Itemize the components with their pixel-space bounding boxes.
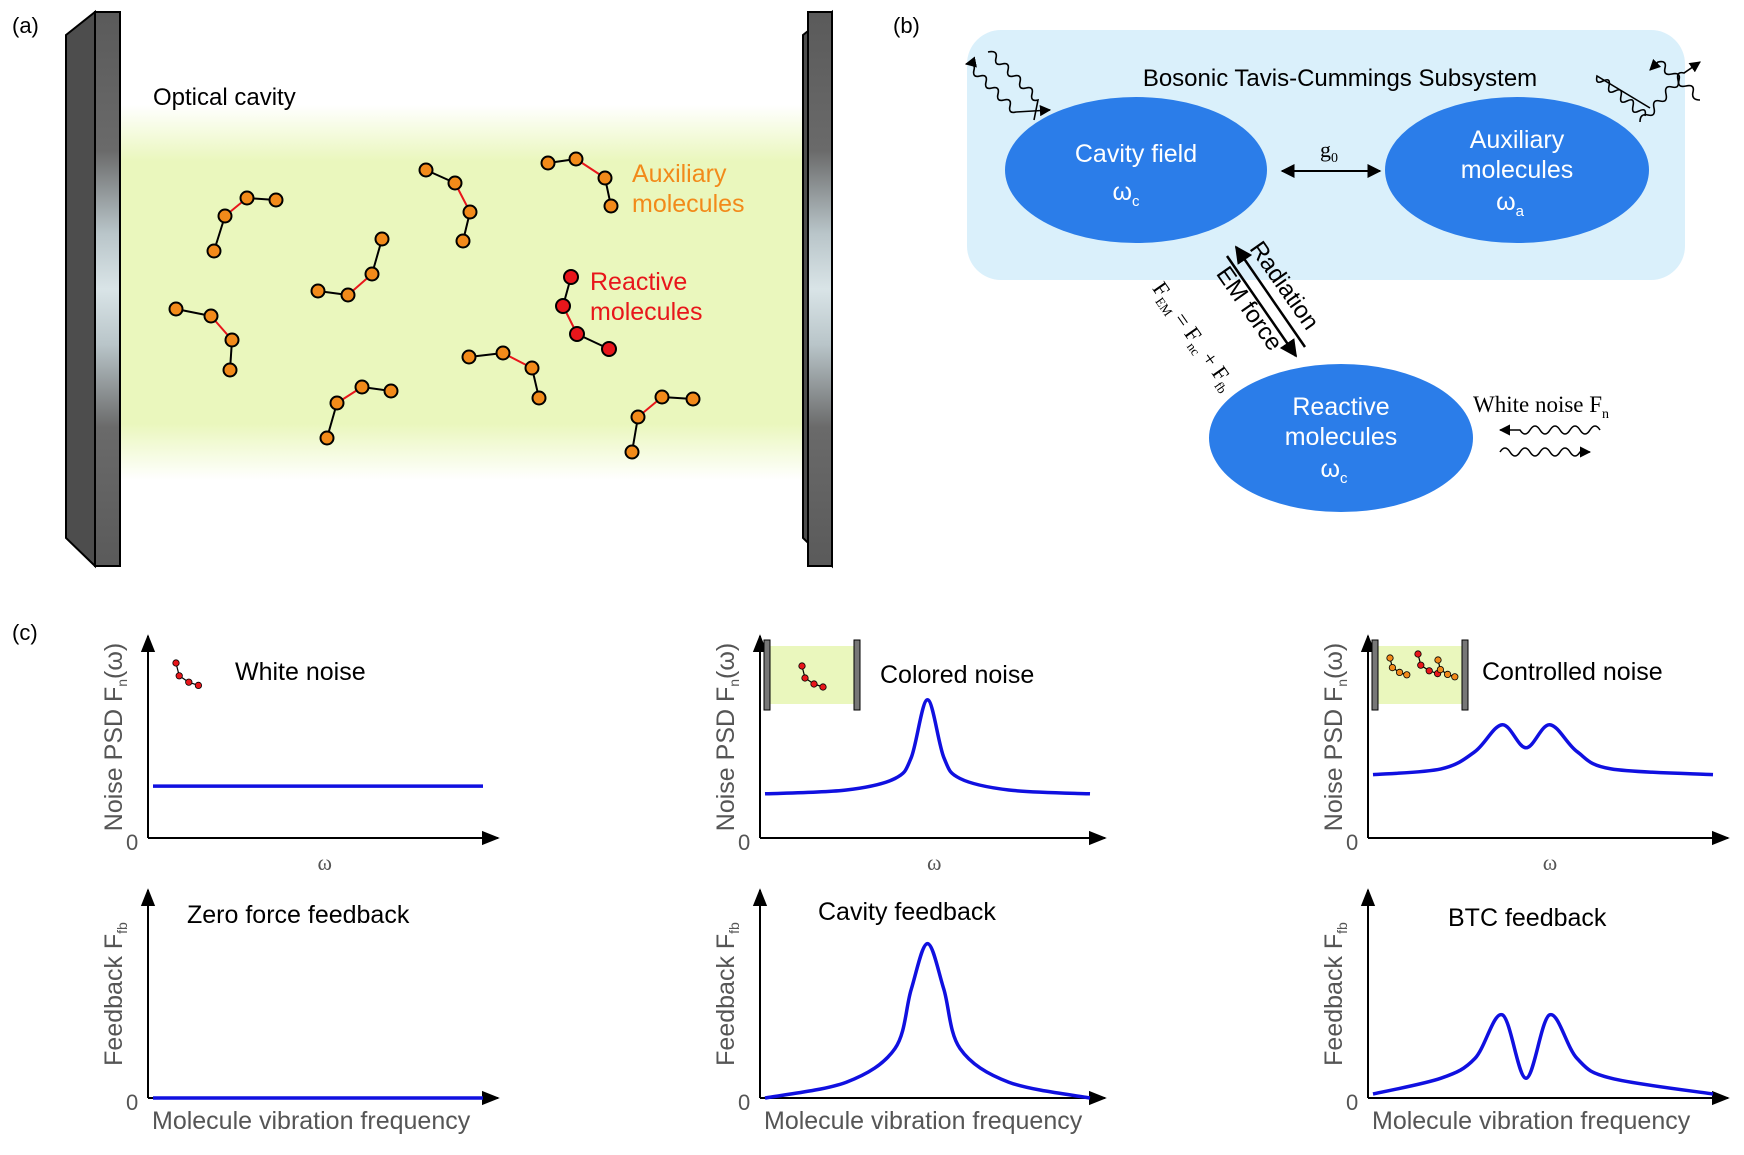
right-mirror — [802, 9, 833, 569]
auxiliary-molecule — [624, 389, 701, 460]
series-line — [1372, 1013, 1714, 1096]
mini-cavity-icon — [1371, 639, 1469, 711]
coupling-label: g0 — [1320, 137, 1338, 166]
origin-tick-label: 0 — [126, 830, 138, 855]
panel-label-c: (c) — [12, 620, 38, 645]
series-line — [764, 941, 1091, 1100]
panel-label-a: (a) — [12, 13, 39, 38]
origin-tick-label: 0 — [1346, 830, 1358, 855]
series-line — [1372, 722, 1714, 777]
cavity-freq-label: ωc — [1112, 178, 1140, 210]
molecule-icon — [172, 659, 202, 690]
y-axis-label: Noise PSD Fn(ω) — [1320, 643, 1350, 831]
origin-tick-label: 0 — [126, 1090, 138, 1115]
panel-a: (a) Optical cavity — [12, 9, 833, 569]
left-mirror — [65, 9, 121, 569]
cavity-loss-wave-icon — [964, 50, 1052, 121]
aux-freq-label: ωa — [1496, 188, 1525, 220]
origin-tick-label: 0 — [1346, 1090, 1358, 1115]
chart-title: Controlled noise — [1482, 658, 1663, 686]
aux-ellipse-line1: Auxiliary — [1470, 126, 1565, 154]
aux-loss-wave-icon — [1595, 58, 1701, 123]
cavity-light-field — [110, 105, 810, 480]
origin-tick-label: 0 — [738, 1090, 750, 1115]
panel-label-b: (b) — [893, 13, 920, 38]
chart-title: Cavity feedback — [818, 898, 996, 926]
cavity-field-label: Cavity field — [1075, 140, 1197, 168]
auxiliary-molecule — [461, 345, 547, 406]
reactive-molecules-ellipse — [1209, 364, 1473, 512]
x-axis-label: Molecule vibration frequency — [764, 1107, 1083, 1135]
origin-tick-label: 0 — [738, 830, 750, 855]
auxiliary-label-line2: molecules — [632, 190, 745, 218]
optical-cavity-label: Optical cavity — [153, 84, 296, 111]
auxiliary-molecule — [418, 162, 478, 249]
series-line — [764, 698, 1091, 796]
white-noise-label: White noise Fn — [1473, 392, 1609, 422]
auxiliary-molecule — [206, 190, 284, 259]
auxiliary-molecule — [168, 301, 240, 378]
reactive-label-line1: Reactive — [590, 268, 687, 296]
auxiliary-molecule — [319, 379, 399, 446]
cavity-field-ellipse — [1005, 97, 1267, 243]
reactive-freq-label: ωc — [1320, 455, 1348, 487]
reactive-molecule — [555, 269, 617, 357]
y-axis-label: Noise PSD Fn(ω) — [100, 643, 130, 831]
y-axis-label: Feedback Ffb — [1320, 922, 1350, 1066]
chart-title: White noise — [235, 658, 366, 686]
noise-wave-icon — [1498, 424, 1601, 458]
subsystem-title: Bosonic Tavis-Cummings Subsystem — [1143, 65, 1537, 92]
aux-ellipse-line2: molecules — [1461, 156, 1574, 184]
radiation-arrow — [1234, 245, 1307, 348]
y-axis-label: Noise PSD Fn(ω) — [712, 643, 742, 831]
reactive-label-line2: molecules — [590, 298, 703, 326]
em-force-arrow — [1225, 255, 1298, 358]
x-axis-label: ω — [318, 850, 332, 875]
auxiliary-molecule — [540, 151, 619, 214]
panel-b: (b) Bosonic Tavis-Cummings Subsystem Cav… — [893, 13, 1701, 512]
reactive-ellipse-line1: Reactive — [1292, 393, 1389, 421]
reactive-ellipse-line2: molecules — [1285, 423, 1398, 451]
x-axis-label: ω — [927, 850, 941, 875]
x-axis-label: Molecule vibration frequency — [1372, 1107, 1691, 1135]
x-axis-label: Molecule vibration frequency — [152, 1107, 471, 1135]
x-axis-label: ω — [1543, 850, 1557, 875]
chart-title: Zero force feedback — [187, 901, 410, 929]
auxiliary-molecule — [310, 231, 390, 303]
chart-title: BTC feedback — [1448, 904, 1607, 932]
y-axis-label: Feedback Ffb — [712, 922, 742, 1066]
chart-title: Colored noise — [880, 661, 1034, 689]
auxiliary-label-line1: Auxiliary — [632, 160, 727, 188]
auxiliary-molecules-ellipse — [1385, 97, 1649, 243]
y-axis-label: Feedback Ffb — [100, 922, 130, 1066]
mini-cavity-icon — [763, 639, 861, 711]
